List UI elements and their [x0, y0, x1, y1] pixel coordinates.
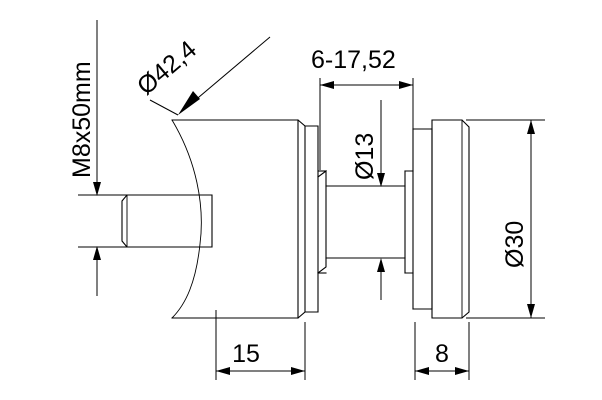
outer-cap-disc	[431, 119, 470, 319]
dimension-label-cap-length: 8	[435, 340, 449, 368]
dimension-label-dome: Ø42,4	[132, 35, 202, 100]
middle-flange-right	[404, 170, 414, 274]
part-geometry-group	[121, 119, 470, 319]
middle-flange-left	[304, 125, 327, 313]
dimension-label-shaft: Ø13	[351, 133, 379, 180]
cap-step	[412, 128, 433, 310]
threaded-stud-m8	[121, 194, 213, 248]
dimension-gap-range: 6-17,52	[311, 46, 414, 170]
dimension-label-body: 15	[232, 340, 260, 368]
center-shaft	[325, 185, 406, 259]
dimension-body-length: 15	[215, 310, 306, 380]
dimension-cap-length: 8	[414, 322, 470, 380]
dimension-shaft-diameter: Ø13	[345, 100, 400, 300]
main-body	[171, 119, 306, 319]
dimension-thread-m8: M8x50mm	[68, 20, 160, 296]
dimension-label-thread: M8x50mm	[68, 61, 96, 178]
dimension-dome-diameter: Ø42,4	[132, 35, 271, 116]
dimension-cap-diameter: Ø30	[466, 119, 545, 319]
dimension-label-cap: Ø30	[501, 221, 529, 268]
dimension-label-gap: 6-17,52	[311, 46, 396, 74]
